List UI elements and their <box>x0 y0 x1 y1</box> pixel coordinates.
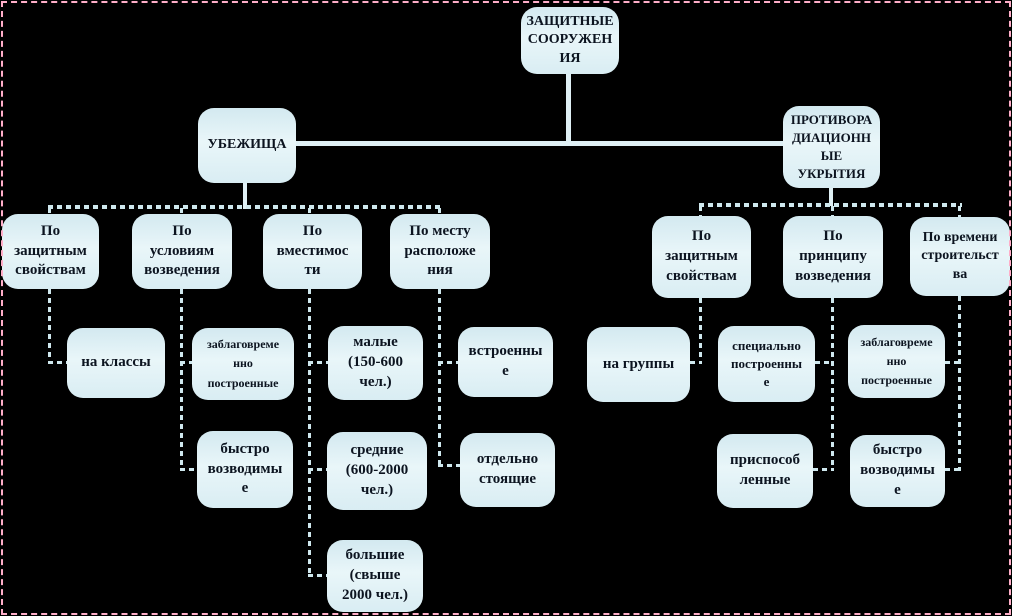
node-right-prebuilt: заблаговреме нно построенные <box>848 325 945 398</box>
node-by-construction-principle: По принципу возведения <box>783 216 883 298</box>
connector-r-time-v <box>958 296 961 471</box>
connector-r-rapid-h <box>945 468 961 471</box>
node-left-by-protective-properties: По защитным свойствам <box>2 214 99 289</box>
node-into-classes: на классы <box>67 328 165 398</box>
node-standalone: отдельно стоящие <box>460 433 555 507</box>
connector-large-h <box>308 574 327 577</box>
node-by-construction-conditions: По условиям возведения <box>132 214 232 289</box>
connector-right-stub-1 <box>699 206 702 217</box>
connector-r-principle-v <box>831 298 834 471</box>
connector-shelters-stub <box>243 182 247 209</box>
node-by-construction-time: По времени строительст ва <box>910 217 1010 296</box>
connector-l-rapid-h <box>180 468 197 471</box>
node-left-rapidly-erected: быстро возводимы е <box>197 431 293 508</box>
connector-root-trunk <box>566 74 571 146</box>
connector-adapted-h <box>813 468 834 471</box>
node-left-prebuilt: заблаговреме нно построенные <box>192 328 294 400</box>
node-small-capacity: малые (150-600 чел.) <box>328 326 423 400</box>
node-specially-built: специально построенны е <box>718 326 815 402</box>
node-medium-capacity: средние (600-2000 чел.) <box>327 432 427 510</box>
connector-special-h <box>815 361 834 364</box>
connector-r-protective-v <box>699 298 702 364</box>
node-by-placement: По месту расположе ния <box>390 214 490 289</box>
connector-l-prebuilt-h <box>180 361 192 364</box>
connector-left-stub-2 <box>180 208 183 216</box>
connector-left-stub-1 <box>48 208 51 216</box>
node-right-by-protective-properties: По защитным свойствам <box>652 216 751 298</box>
connector-l-capacity-v <box>308 289 311 577</box>
connector-na-klassy-h <box>48 361 67 364</box>
connector-l-protective-v <box>48 289 51 364</box>
connector-left-stub-4 <box>438 208 441 216</box>
connector-na-gruppy-h <box>690 361 702 364</box>
connector-left-rail <box>48 205 442 209</box>
connector-pru-stub <box>829 186 833 206</box>
node-shelters: УБЕЖИЩА <box>198 108 296 183</box>
connector-l-location-v <box>438 289 441 467</box>
connector-builtin-h <box>438 361 458 364</box>
node-built-in: встроенны е <box>458 327 553 397</box>
connector-right-rail <box>699 203 962 207</box>
connector-medium-h <box>308 468 327 471</box>
connector-right-stub-3 <box>958 206 961 218</box>
node-by-capacity: По вместимос ти <box>263 214 362 289</box>
node-large-capacity: большие (свыше 2000 чел.) <box>327 540 423 612</box>
node-right-rapidly-erected: быстро возводимы е <box>850 435 945 507</box>
connector-top-rail <box>296 141 783 146</box>
connector-standalone-h <box>438 464 460 467</box>
node-into-groups: на группы <box>587 327 690 402</box>
connector-right-stub-2 <box>831 206 834 217</box>
connector-left-stub-3 <box>308 208 311 216</box>
node-antiradiation-covers: ПРОТИВОРА ДИАЦИОНН ЫЕ УКРЫТИЯ <box>783 106 880 188</box>
node-protective-structures: ЗАЩИТНЫЕ СООРУЖЕН ИЯ <box>521 7 619 74</box>
connector-r-prebuilt-h <box>945 361 961 364</box>
connector-l-conditions-v <box>180 289 183 471</box>
connector-small-h <box>308 361 328 364</box>
node-adapted: приспособ ленные <box>717 434 813 508</box>
